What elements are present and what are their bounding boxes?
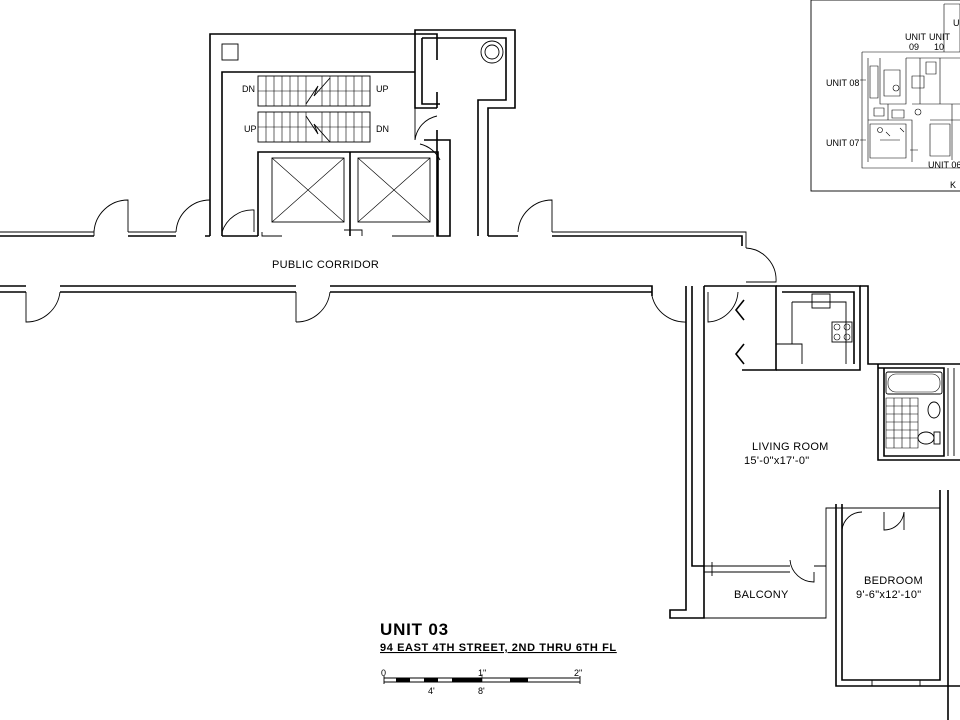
tile-floor <box>885 397 919 449</box>
key-unit-06: UNIT 06 <box>928 160 960 170</box>
key-plan-frame <box>810 0 960 192</box>
bedroom: BEDROOM 9'-6"x12'-10" <box>835 490 960 720</box>
balcony-label: BALCONY <box>734 589 789 601</box>
stair-label-dn-top: DN <box>242 84 255 94</box>
key-unit-10-b: 10 <box>934 42 944 52</box>
balcony: BALCONY <box>734 559 826 601</box>
stair-label-up-top: UP <box>376 84 389 94</box>
scale-bar: 0 1" 2" 4' 8' <box>381 668 582 696</box>
public-corridor: PUBLIC CORRIDOR <box>0 199 777 323</box>
public-corridor-label: PUBLIC CORRIDOR <box>272 259 379 271</box>
unit-address: 94 EAST 4TH STREET, 2ND THRU 6TH FL <box>380 642 617 654</box>
unit-03: BALCONY LIVING ROO <box>669 285 960 720</box>
stair-elevator-core: DN UP UP DN <box>205 29 516 237</box>
key-unit-08: UNIT 08 <box>826 78 859 88</box>
scale-label-1in: 1" <box>478 668 486 678</box>
elevators <box>257 151 439 237</box>
scale-label-2in: 2" <box>574 668 582 678</box>
unit-title: UNIT 03 <box>380 620 449 639</box>
kitchen <box>776 285 861 371</box>
bathtub <box>885 371 943 395</box>
scale-label-4ft: 4' <box>428 686 435 696</box>
bedroom-dimension: 9'-6"x12'-10" <box>856 589 921 601</box>
key-plan-drawing <box>860 3 960 169</box>
shaft-box <box>221 43 239 61</box>
living-room-dimension: 15'-0"x17'-0" <box>744 455 809 467</box>
key-unit-07: UNIT 07 <box>826 138 859 148</box>
stair-treads <box>257 75 371 143</box>
key-plan: UNIT 09 UNIT 10 U UNIT 08 UNIT 07 UNIT 0… <box>810 0 960 192</box>
scale-label-0: 0 <box>381 668 386 678</box>
kitchen-range <box>831 321 853 343</box>
stair-label-up-bottom: UP <box>244 124 257 134</box>
title-block: UNIT 03 94 EAST 4TH STREET, 2ND THRU 6TH… <box>380 620 617 654</box>
key-unit-top: U <box>953 18 960 28</box>
living-room-label: LIVING ROOM <box>752 441 829 453</box>
key-unit-09-a: UNIT <box>905 32 926 42</box>
scale-label-8ft: 8' <box>478 686 485 696</box>
bathroom-sink <box>927 401 941 419</box>
vent-circle-inner <box>484 44 500 60</box>
stair-label-dn-bottom: DN <box>376 124 389 134</box>
vent-circle <box>480 40 504 64</box>
key-unit-10-a: UNIT <box>929 32 950 42</box>
kitchen-sink <box>811 293 831 309</box>
bathroom <box>860 285 960 461</box>
toilet <box>917 431 935 445</box>
bedroom-label: BEDROOM <box>864 575 923 587</box>
key-letter: K <box>950 180 956 190</box>
key-unit-09-b: 09 <box>909 42 919 52</box>
